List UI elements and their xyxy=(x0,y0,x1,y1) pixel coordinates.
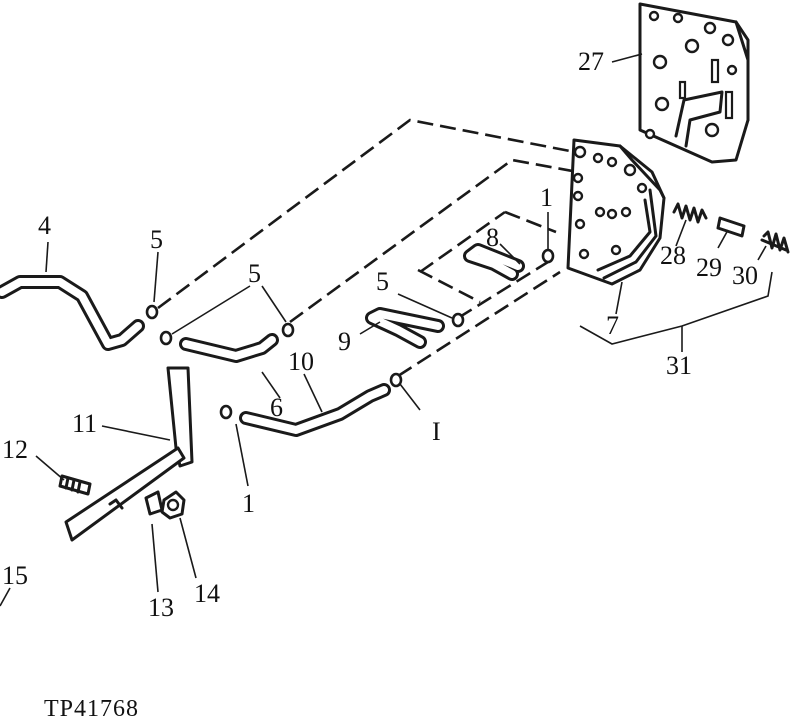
callout-31: 31 xyxy=(666,351,692,380)
part-30-screw xyxy=(760,230,790,254)
o-ring-part-1b xyxy=(389,372,403,388)
callout-labels: 4 5 5 5 6 10 1 I 1 9 8 7 27 28 29 30 31 … xyxy=(2,47,758,622)
callout-5c: 5 xyxy=(376,267,389,296)
o-rings xyxy=(145,248,555,420)
part-28-spring xyxy=(672,202,708,224)
callout-6: 6 xyxy=(270,393,283,422)
callout-15: 15 xyxy=(2,561,28,590)
callout-29: 29 xyxy=(696,253,722,282)
part-12-bolt xyxy=(58,474,92,496)
callout-5b: 5 xyxy=(248,259,261,288)
figure-id: TP41768 xyxy=(44,696,139,722)
callout-13: 13 xyxy=(148,593,174,622)
o-ring-part-1c xyxy=(541,248,555,264)
part-9-tube xyxy=(365,307,445,349)
part-7-valve-housing xyxy=(566,138,666,286)
callout-8: 8 xyxy=(486,223,499,252)
assembly-dashed-lines xyxy=(157,118,579,378)
leader-lines xyxy=(0,53,773,607)
callout-28: 28 xyxy=(660,241,686,270)
part-29-valve-plug xyxy=(716,216,746,238)
part-14-nut xyxy=(160,490,186,520)
part-4-tube xyxy=(0,275,145,351)
callout-4: 4 xyxy=(38,211,51,240)
callout-12: 12 xyxy=(2,435,28,464)
part-6-tube xyxy=(179,333,279,363)
o-ring-part-1a xyxy=(219,404,233,420)
part-13-washer xyxy=(144,490,164,516)
callout-7: 7 xyxy=(606,311,619,340)
o-ring-part-5b xyxy=(159,330,173,346)
o-ring-part-5d xyxy=(451,312,465,328)
part-8-tube xyxy=(463,243,525,281)
callout-14: 14 xyxy=(194,579,220,608)
o-ring-part-5c xyxy=(281,322,295,338)
callout-10: 10 xyxy=(288,347,314,376)
callout-1a: 1 xyxy=(242,489,255,518)
o-ring-part-5a xyxy=(145,304,159,320)
callout-1c: 1 xyxy=(540,183,553,212)
callout-1b: I xyxy=(432,417,441,446)
part-10-tube xyxy=(239,383,391,437)
callout-9: 9 xyxy=(338,327,351,356)
callout-11: 11 xyxy=(72,409,97,438)
part-27-gasket-plate xyxy=(638,2,750,164)
callout-27: 27 xyxy=(578,47,604,76)
part-11-lever xyxy=(64,366,194,542)
callout-30: 30 xyxy=(732,261,758,290)
callout-5a: 5 xyxy=(150,225,163,254)
